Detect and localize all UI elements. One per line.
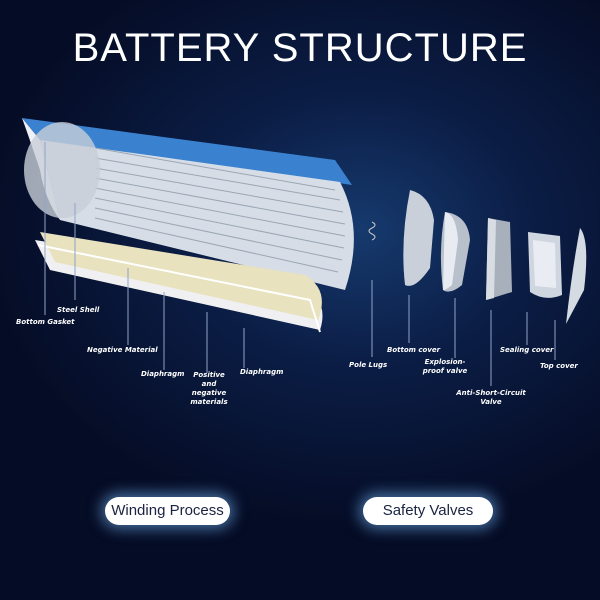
label-positive-negative: Positive and negative materials bbox=[190, 371, 228, 406]
label-sealing-cover: Sealing cover bbox=[500, 346, 554, 354]
page-title: BATTERY STRUCTURE bbox=[72, 26, 528, 70]
label-pole-lugs: Pole Lugs bbox=[349, 361, 388, 369]
label-negative-material: Negative Material bbox=[87, 346, 158, 354]
valve-parts bbox=[403, 190, 587, 324]
safety-valves-button[interactable]: Safety Valves bbox=[363, 497, 493, 525]
battery-cell bbox=[22, 118, 376, 333]
label-bottom-cover: Bottom cover bbox=[387, 346, 441, 354]
label-anti-short-valve: Anti-Short-Circuit Valve bbox=[456, 389, 526, 406]
winding-process-button[interactable]: Winding Process bbox=[105, 497, 230, 525]
label-diaphragm-2: Diaphragm bbox=[240, 368, 284, 376]
label-steel-shell: Steel Shell bbox=[57, 306, 100, 314]
label-top-cover: Top cover bbox=[540, 362, 578, 370]
leader-lines bbox=[44, 142, 556, 386]
label-bottom-gasket: Bottom Gasket bbox=[16, 318, 75, 326]
label-diaphragm-1: Diaphragm bbox=[141, 370, 185, 378]
label-explosion-valve: Explosion-proof valve bbox=[422, 358, 468, 375]
